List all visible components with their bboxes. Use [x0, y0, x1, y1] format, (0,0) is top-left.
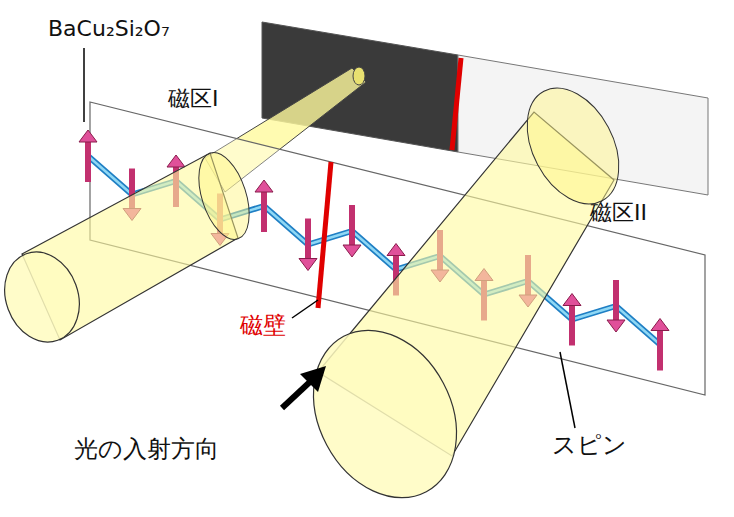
- domain-label: 磁区II: [590, 200, 647, 225]
- domain-label: 磁区I: [168, 86, 219, 111]
- incidence-arrow: [282, 380, 312, 408]
- spin-arrowhead: [79, 130, 97, 142]
- domain-wall: [318, 162, 331, 308]
- spin-arrowhead: [387, 244, 405, 256]
- beam-end: [285, 305, 484, 517]
- beam-end: [509, 72, 638, 219]
- spin-arrowhead: [343, 245, 361, 257]
- spin-arrow: [569, 304, 575, 346]
- spin-arrow: [349, 205, 355, 247]
- leader-line: [560, 352, 575, 428]
- spin-arrow: [613, 280, 619, 322]
- incidence-arrowhead: [300, 366, 326, 392]
- spin-arrowhead: [255, 180, 273, 192]
- beam-spot: [353, 67, 365, 85]
- spin-arrow: [261, 190, 267, 232]
- incidence-label: 光の入射方向: [74, 436, 219, 464]
- leader-line: [83, 48, 85, 122]
- spin-arrowhead: [167, 155, 185, 167]
- spin-arrowhead: [607, 320, 625, 332]
- spin-arrow: [657, 329, 663, 371]
- spin-arrowhead: [563, 294, 581, 306]
- spin-arrowhead: [651, 319, 669, 331]
- material-label: BaCu₂Si₂O₇: [48, 16, 170, 41]
- beam-end: [189, 146, 259, 245]
- domain-wall-image: [452, 58, 461, 150]
- spin-label: スピン: [552, 432, 627, 460]
- spin-arrow: [85, 140, 91, 182]
- beam-end: [0, 241, 92, 352]
- domain-wall-label: 磁壁: [240, 312, 286, 338]
- spin-arrow: [305, 219, 311, 261]
- spin-arrowhead: [299, 259, 317, 271]
- leader-line: [292, 300, 318, 318]
